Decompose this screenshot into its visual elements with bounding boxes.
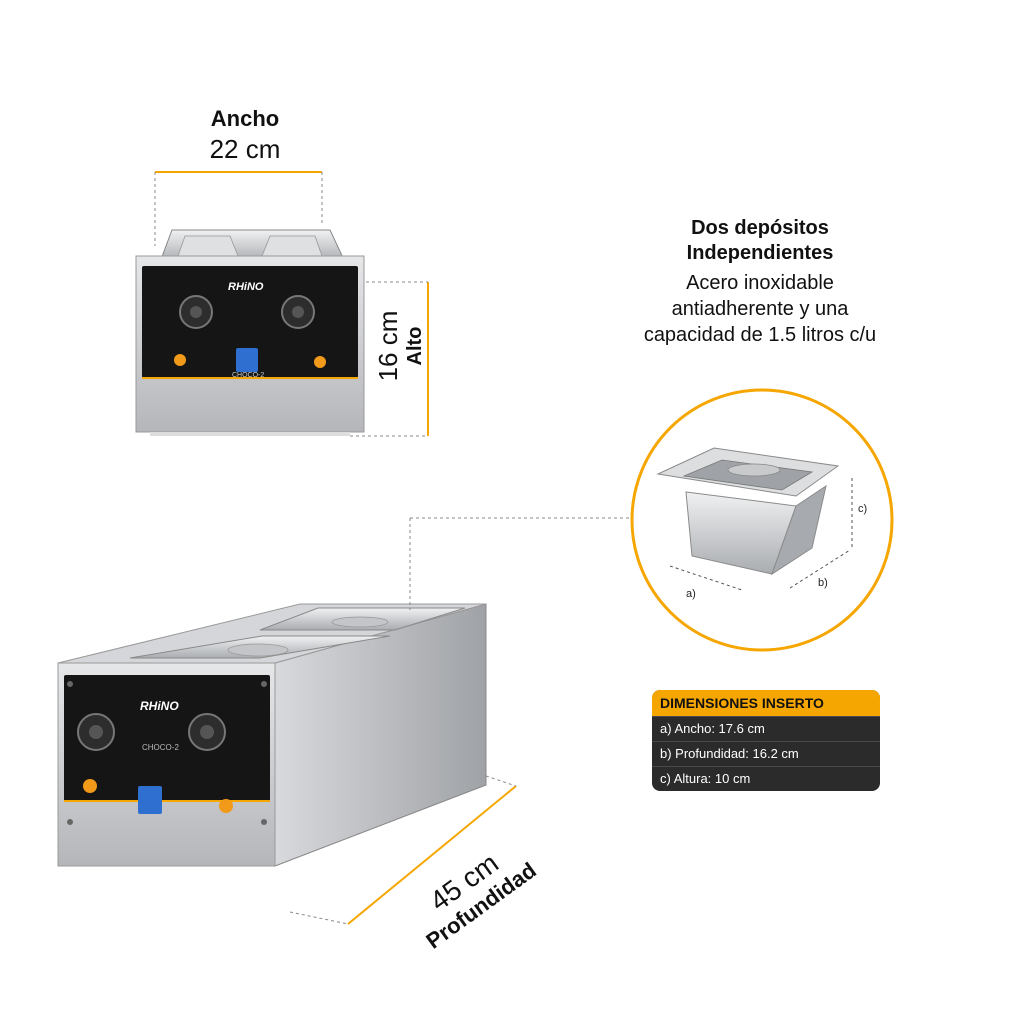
dimensions-table: DIMENSIONES INSERTO a) Ancho: 17.6 cm b)…: [652, 690, 880, 791]
insert-label-a: a): [686, 588, 696, 600]
insert-label-b: b): [818, 577, 828, 589]
features-title-line2: Independientes: [686, 242, 834, 264]
width-dimension-label: Ancho 22 cm: [155, 106, 335, 165]
height-label: Alto: [404, 326, 426, 366]
width-label: Ancho: [210, 106, 280, 131]
width-value: 22 cm: [209, 134, 281, 164]
insert-label-c: c): [858, 503, 867, 515]
height-value: 16 cm: [373, 310, 403, 382]
perspective-view-machine: RHiNO CHOCO-2: [57, 603, 487, 867]
perspective-logo: RHiNO: [140, 699, 179, 713]
dimensions-row-height: c) Altura: 10 cm: [652, 766, 880, 791]
dimensions-row-width: a) Ancho: 17.6 cm: [652, 716, 880, 741]
height-dimension-label: 16 cm Alto: [373, 276, 427, 416]
front-model: CHOCO-2: [232, 372, 264, 379]
front-view-machine: RHiNO CHOCO-2: [135, 229, 365, 436]
features-title-line1: Dos depósitos: [691, 217, 829, 239]
dimensions-table-header: DIMENSIONES INSERTO: [652, 690, 880, 716]
features-desc-line3: capacidad de 1.5 litros c/u: [643, 324, 877, 346]
front-logo: RHiNO: [228, 281, 264, 293]
features-desc-line1: Acero inoxidable: [686, 272, 834, 294]
features-block: Dos depósitos Independientes Acero inoxi…: [600, 216, 920, 348]
perspective-model: CHOCO-2: [142, 743, 179, 752]
features-desc-line2: antiadherente y una: [671, 298, 849, 320]
dimensions-row-depth: b) Profundidad: 16.2 cm: [652, 741, 880, 766]
insert-detail: a) b) c): [630, 388, 894, 652]
